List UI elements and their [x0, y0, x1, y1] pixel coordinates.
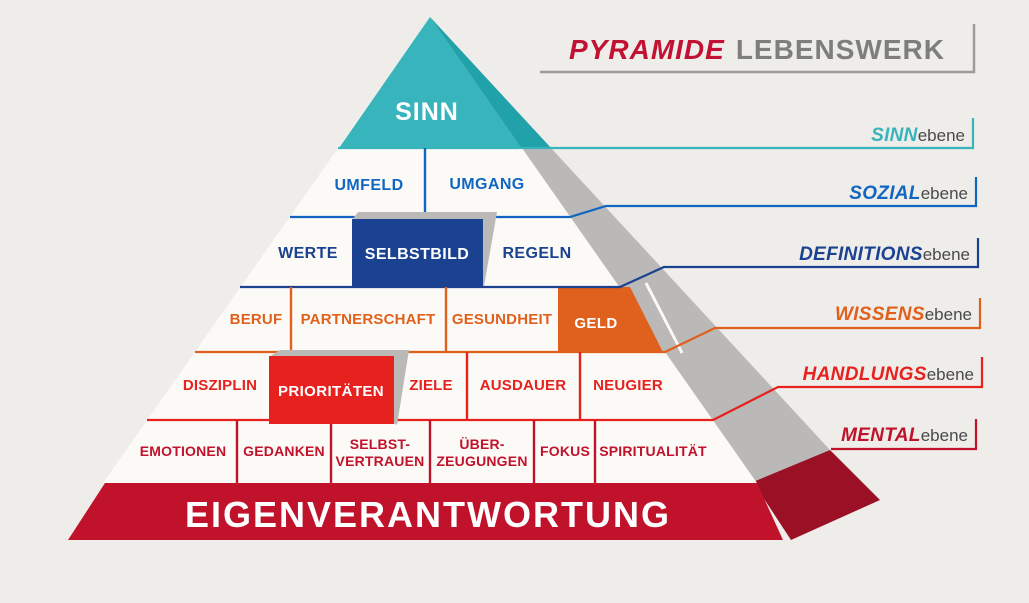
- cell-ausdauer: AUSDAUER: [480, 377, 567, 394]
- side-label-wissens-suffix: ebene: [925, 305, 972, 324]
- level-line-mental: [831, 419, 978, 451]
- cell-geld: GELD: [574, 315, 617, 332]
- cell-partnerschaft: PARTNERSCHAFT: [301, 311, 436, 328]
- cell-werte: WERTE: [278, 245, 338, 262]
- side-label-sinn-suffix: ebene: [918, 126, 965, 145]
- selbstbild-box: [352, 219, 483, 286]
- cell-ueberzeugungen-line2: ZEUGUNGEN: [436, 453, 527, 469]
- side-label-handlungs-suffix: ebene: [927, 365, 974, 384]
- side-label-sinn-accent: SINN: [871, 125, 919, 146]
- level-line-sinn: [338, 118, 975, 150]
- cell-emotionen: EMOTIONEN: [140, 443, 227, 459]
- side-label-wissens-accent: WISSENS: [835, 304, 925, 325]
- side-label-wissens: WISSENSebene: [835, 304, 972, 325]
- side-label-handlungs: HANDLUNGSebene: [803, 364, 974, 385]
- side-label-sozial: SOZIALebene: [849, 183, 968, 204]
- apex-level-shade: [430, 17, 551, 148]
- level-line-handlungs: [147, 357, 984, 422]
- title-frame: [540, 24, 976, 74]
- side-label-definitions: DEFINITIONSebene: [799, 244, 970, 265]
- cell-regeln: REGELN: [502, 245, 571, 262]
- base-bar: [68, 483, 783, 540]
- cell-prioritaeten: PRIORITÄTEN: [278, 383, 384, 400]
- cell-neugier: NEUGIER: [593, 377, 663, 394]
- apex-label-sinn: SINN: [395, 98, 459, 126]
- cell-disziplin: DISZIPLIN: [183, 377, 257, 394]
- side-label-mental-suffix: ebene: [921, 426, 968, 445]
- side-label-mental: MENTALebene: [841, 425, 968, 446]
- side-label-definitions-suffix: ebene: [923, 245, 970, 264]
- geld-box-shadow: [630, 287, 680, 352]
- cell-fokus: FOKUS: [540, 443, 590, 459]
- cell-selbstvertrauen-line2: VERTRAUEN: [336, 453, 425, 469]
- cell-umfeld: UMFELD: [334, 177, 403, 194]
- cell-selbstvertrauen-line1: SELBST-: [350, 436, 411, 452]
- geld-box: [558, 287, 663, 352]
- cell-gedanken: GEDANKEN: [243, 443, 325, 459]
- cell-spiritualitaet: SPIRITUALITÄT: [599, 443, 707, 459]
- cell-beruf: BERUF: [230, 311, 283, 328]
- page-title-rest: LEBENSWERK: [736, 34, 945, 65]
- side-label-definitions-accent: DEFINITIONS: [799, 244, 923, 265]
- level-line-wissens: [195, 298, 982, 354]
- side-label-sozial-accent: SOZIAL: [849, 183, 920, 204]
- cell-gesundheit: GESUNDHEIT: [452, 311, 552, 328]
- cell-selbstbild: SELBSTBILD: [365, 246, 469, 263]
- cell-ueberzeugungen-line1: ÜBER-: [459, 436, 504, 452]
- page-title: PYRAMIDE LEBENSWERK: [569, 34, 945, 65]
- side-label-handlungs-accent: HANDLUNGS: [803, 364, 927, 385]
- geld-shadow-gap: [644, 282, 684, 354]
- level-line-definitions: [240, 238, 980, 289]
- page-title-accent: PYRAMIDE: [569, 34, 725, 65]
- apex-level-sinn: [339, 17, 521, 148]
- cell-ziele: ZIELE: [409, 377, 453, 394]
- base-label: EIGENVERANTWORTUNG: [185, 494, 671, 535]
- cell-umgang: UMGANG: [449, 176, 524, 193]
- prioritaeten-box: [269, 356, 394, 424]
- side-label-sozial-suffix: ebene: [921, 184, 968, 203]
- base-shadow-side: [753, 450, 880, 540]
- side-label-sinn: SINNebene: [871, 125, 965, 146]
- side-label-mental-accent: MENTAL: [841, 425, 921, 446]
